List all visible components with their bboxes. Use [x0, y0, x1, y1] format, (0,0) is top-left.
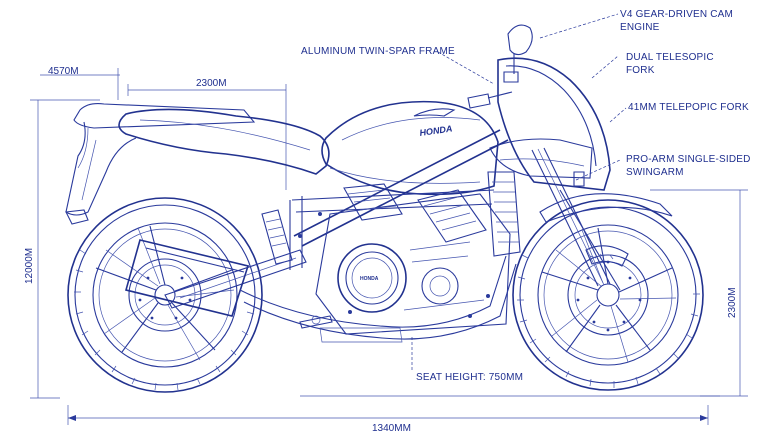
label-frame: ALUMINUM TWIN-SPAR FRAME: [301, 46, 455, 57]
label-dual-fork-line2: FORK: [626, 65, 655, 76]
front-fork: [531, 147, 621, 291]
dimension-lines: 4570M 2300M 12000M 2300M 1340MM: [24, 66, 748, 432]
dim-bottom-length: 1340MM: [372, 423, 411, 432]
handlebar: [467, 71, 519, 109]
front-wheel: [512, 199, 704, 391]
footpeg: [299, 315, 333, 329]
label-engine-line2: ENGINE: [620, 22, 660, 33]
label-dual-fork-line1: DUAL TELESOPIC: [626, 52, 714, 63]
swingarm: [164, 249, 307, 309]
fuel-tank: HONDA: [321, 100, 499, 196]
label-swingarm-line1: PRO-ARM SINGLE-SIDED: [626, 154, 751, 165]
engine-case-logo: HONDA: [360, 276, 379, 282]
twin-spar-frame: [289, 129, 509, 270]
v4-engine: HONDA: [298, 171, 521, 335]
leader-lines: [411, 13, 627, 370]
seat: [118, 108, 330, 175]
label-seat-height: SEAT HEIGHT: 750MM: [416, 372, 523, 383]
front-fender: [539, 193, 673, 223]
dim-top-left: 4570M: [48, 66, 79, 77]
label-fork41: 41MM TELEPOPIC FORK: [628, 102, 749, 113]
tail-section: [65, 103, 256, 225]
dim-top-mid: 2300M: [196, 78, 227, 89]
front-fairing: [489, 24, 611, 191]
dim-right-height: 2300M: [727, 287, 738, 318]
rear-wheel: [67, 197, 263, 393]
tank-logo: HONDA: [419, 123, 453, 137]
label-swingarm-line2: SWINGARM: [626, 167, 684, 178]
exhaust-system: [125, 239, 517, 343]
label-engine-line1: V4 GEAR-DRIVEN CAM: [620, 9, 733, 20]
dim-left-height: 12000M: [24, 248, 35, 284]
annotations: V4 GEAR-DRIVEN CAM ENGINE ALUMINUM TWIN-…: [301, 9, 751, 383]
rear-shock: [261, 209, 293, 265]
